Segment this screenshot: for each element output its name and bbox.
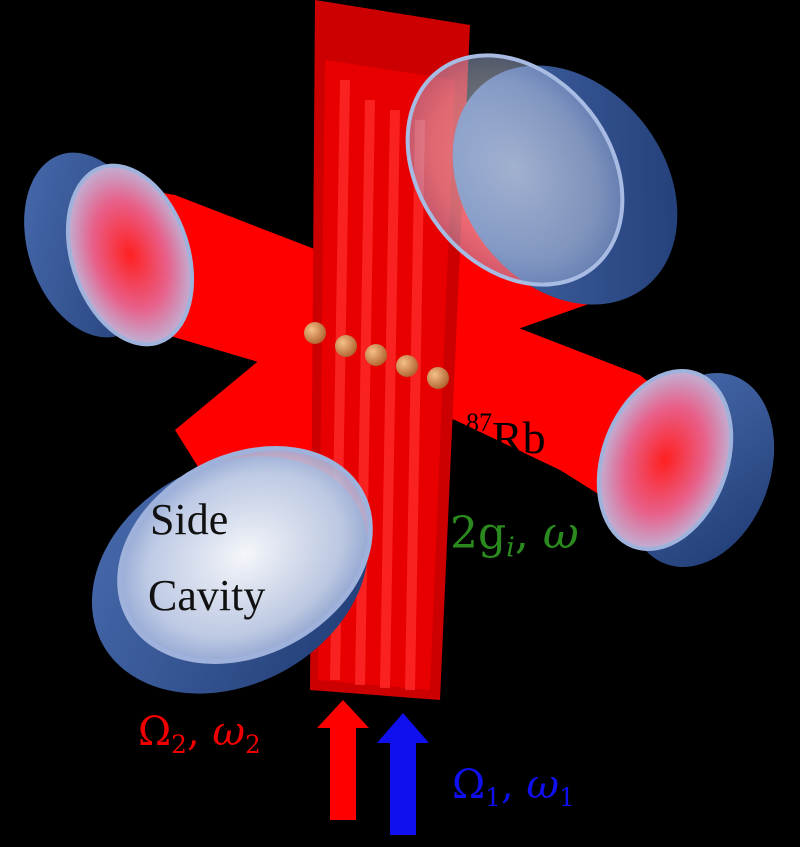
omega2-symbol: Ω (138, 709, 172, 755)
side-cavity-label-line2: Cavity (148, 571, 266, 620)
omega2-freq-sub: 2 (245, 729, 261, 759)
mirror-upper-right (405, 53, 678, 305)
pump2-label: Ω2, ω2 (138, 709, 261, 759)
mirror-side-cavity (91, 446, 373, 694)
mirror-right (596, 368, 775, 567)
atom-species-label: 87Rb (466, 410, 546, 461)
atom (427, 367, 449, 389)
isotope-mass: 87 (466, 408, 492, 437)
omega1-freq: ω (526, 762, 560, 808)
divider-mark (585, 695, 715, 697)
atom (396, 355, 418, 377)
coupling-sub: i (506, 532, 515, 564)
rb-atoms (304, 322, 449, 389)
coupling-text: 2g (450, 508, 507, 559)
omega2-freq: ω (212, 709, 246, 755)
coupling-freq: ω (542, 508, 579, 559)
side-cavity-label-line1: Side (150, 495, 229, 544)
omega1-sub: 1 (485, 782, 501, 812)
atom (304, 322, 326, 344)
pump1-label: Ω1, ω1 (452, 762, 575, 812)
pump2-arrow (317, 700, 369, 820)
pump1-arrow (377, 713, 429, 835)
omega2-sub: 2 (171, 729, 187, 759)
omega1-freq-sub: 1 (559, 782, 575, 812)
atom-symbol: Rb (492, 412, 546, 463)
coupling-label: 2gi, ω (450, 508, 579, 564)
atom (365, 344, 387, 366)
omega1-symbol: Ω (452, 762, 486, 808)
atom (335, 335, 357, 357)
mirror-left (24, 152, 195, 347)
